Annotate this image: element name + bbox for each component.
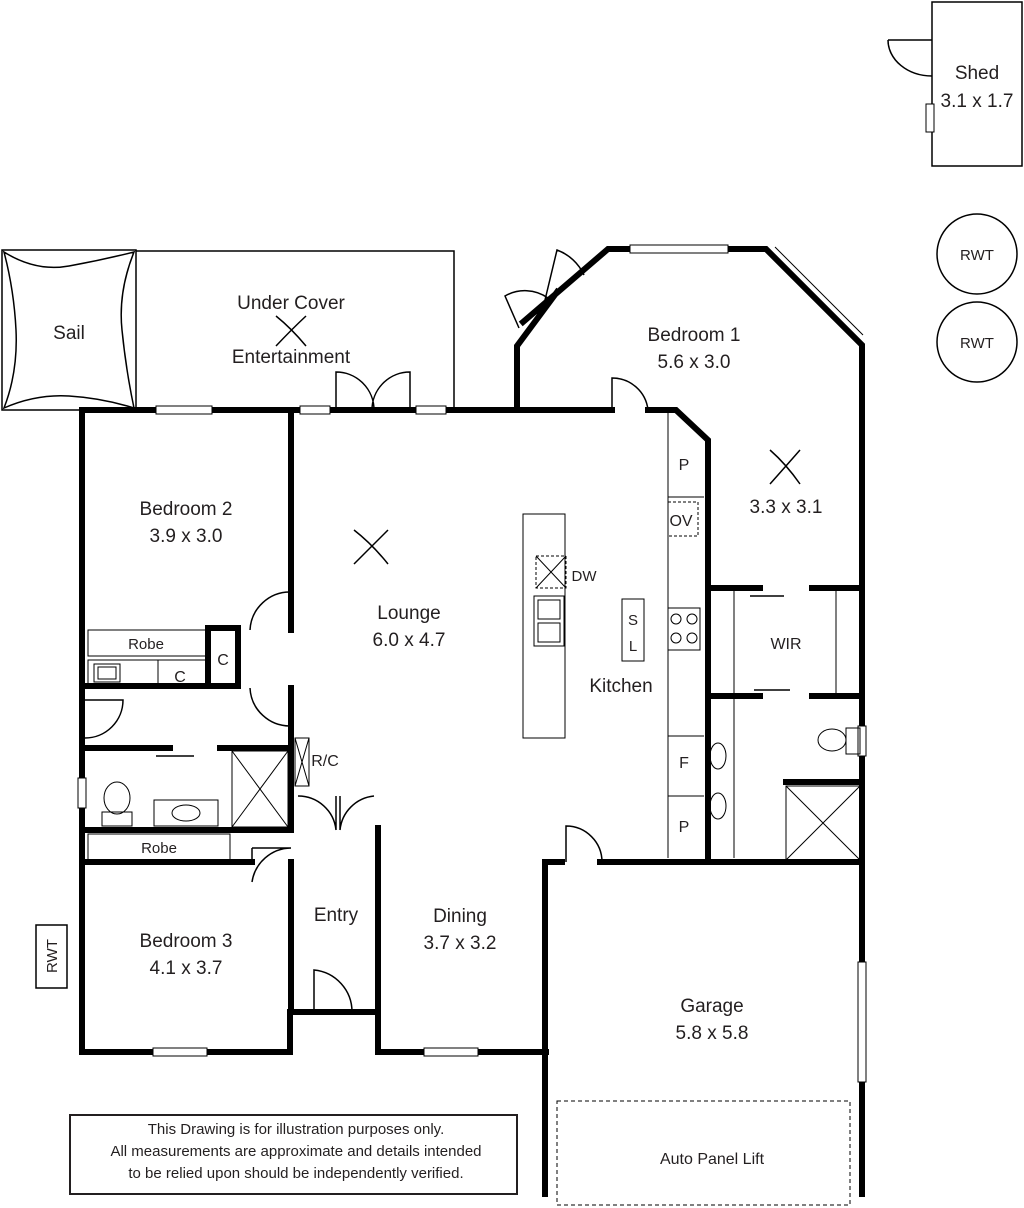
fridge-label: F	[679, 755, 689, 772]
bedroom2-label: Bedroom 2	[140, 499, 233, 520]
rear-double-door[interactable]	[335, 371, 411, 411]
sail-shade: Sail	[1, 249, 137, 411]
rc-label: R/C	[311, 753, 339, 770]
disclaimer-line-1: This Drawing is for illustration purpose…	[148, 1121, 445, 1138]
cupboard-label-2: C	[174, 669, 186, 686]
windows	[77, 244, 867, 1083]
under-cover-label-1: Under Cover	[237, 293, 345, 314]
disclaimer-line-3: to be relied upon should be independentl…	[128, 1165, 463, 1182]
entry-label: Entry	[314, 905, 359, 926]
rwt-label-3: RWT	[44, 939, 61, 973]
sail-label: Sail	[53, 323, 85, 344]
bedroom3-size: 4.1 x 3.7	[150, 958, 223, 979]
bedroom1-size: 5.6 x 3.0	[658, 352, 731, 373]
lounge-size: 6.0 x 4.7	[373, 630, 446, 651]
cupboard-label-1: C	[217, 652, 229, 669]
ceiling-fan-icon	[353, 529, 389, 565]
kitchen-bench: P OV F P S L	[621, 410, 704, 858]
oven-label: OV	[669, 513, 692, 530]
interior-doors[interactable]	[84, 377, 649, 1013]
wir-label: WIR	[770, 636, 801, 653]
under-cover-entertainment: Under Cover Entertainment	[136, 250, 455, 410]
rwt-label-1: RWT	[960, 247, 994, 264]
robe-label-1: Robe	[128, 636, 164, 653]
bedroom1-label: Bedroom 1	[648, 325, 741, 346]
rainwater-tanks: RWT RWT RWT	[35, 213, 1018, 989]
kitchen-label: Kitchen	[589, 676, 652, 697]
pantry-label-1: P	[679, 457, 690, 474]
sink-label-l: L	[629, 638, 637, 655]
shed: Shed 3.1 x 1.7	[887, 1, 1023, 167]
dining-size: 3.7 x 3.2	[424, 933, 497, 954]
bedroom2-size: 3.9 x 3.0	[150, 526, 223, 547]
garage-label: Garage	[680, 996, 743, 1017]
rwt-label-2: RWT	[960, 335, 994, 352]
ceiling-fan-icon	[769, 449, 801, 485]
bedroom3-robe: Robe	[87, 833, 231, 861]
bathroom: R/C	[101, 737, 339, 828]
robe-label-2: Robe	[141, 840, 177, 857]
ceiling-fan-icon	[275, 315, 307, 347]
garage-door: Auto Panel Lift	[556, 1100, 851, 1206]
disclaimer-line-2: All measurements are approximate and det…	[110, 1143, 481, 1160]
disclaimer-box: This Drawing is for illustration purpose…	[69, 1114, 518, 1195]
exterior-walls	[79, 246, 865, 1197]
kitchen-island: DW	[522, 513, 598, 739]
shed-label: Shed	[955, 63, 999, 84]
auto-panel-lift-label: Auto Panel Lift	[660, 1151, 765, 1168]
ensuite-wir: WIR	[709, 449, 861, 861]
room-labels: Bedroom 1 5.6 x 3.0 3.3 x 3.1 Bedroom 2 …	[140, 325, 823, 1044]
bedroom1-side-door[interactable]	[504, 249, 585, 329]
pantry-label-2: P	[679, 819, 690, 836]
lounge-label: Lounge	[377, 603, 440, 624]
bedroom3-label: Bedroom 3	[140, 931, 233, 952]
sink-label-s: S	[628, 612, 638, 629]
bedroom1-alt-size: 3.3 x 3.1	[750, 497, 823, 518]
bedroom2-robe: Robe	[87, 629, 207, 657]
garage-size: 5.8 x 5.8	[676, 1023, 749, 1044]
dishwasher-label: DW	[572, 568, 598, 585]
under-cover-label-2: Entertainment	[232, 347, 351, 368]
linen-cupboards: C C	[87, 652, 229, 687]
dining-label: Dining	[433, 906, 487, 927]
shed-size: 3.1 x 1.7	[941, 91, 1014, 112]
